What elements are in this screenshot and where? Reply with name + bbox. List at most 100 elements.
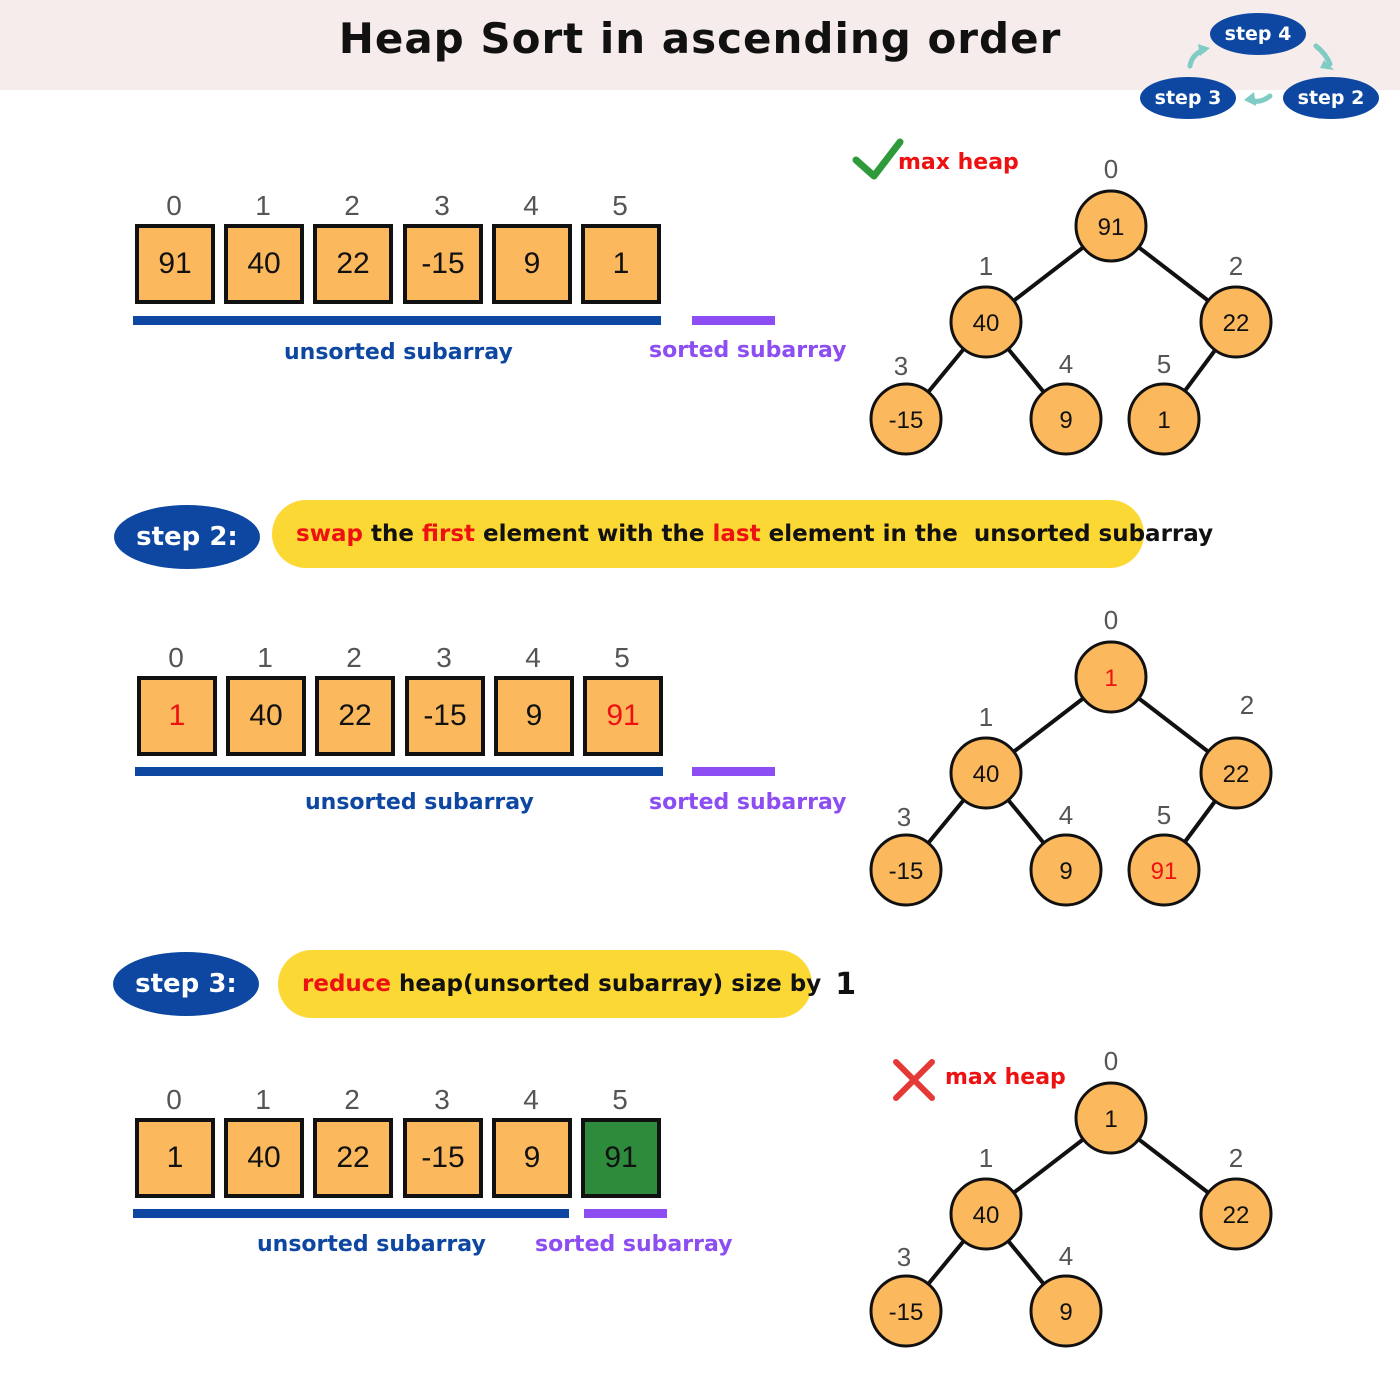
tree-node-value: 40 bbox=[973, 1202, 1000, 1229]
array-index: 3 bbox=[434, 1084, 450, 1115]
tree-node-index: 3 bbox=[897, 802, 911, 832]
page-title: Heap Sort in ascending order bbox=[338, 14, 1062, 63]
tree-node-value: 9 bbox=[1059, 858, 1072, 885]
tree-node-circle bbox=[1029, 382, 1103, 456]
tree-node-circle bbox=[1199, 1177, 1273, 1251]
tree-node-index: 2 bbox=[1240, 690, 1254, 720]
cycle-step-3-label: step 3 bbox=[1154, 87, 1222, 109]
tree-node-value: 40 bbox=[973, 761, 1000, 788]
step-2-word-first: first bbox=[421, 521, 475, 547]
array-cell: -15 bbox=[403, 224, 483, 304]
array-index: 5 bbox=[614, 642, 630, 673]
step-3-number: 1 bbox=[835, 966, 857, 1002]
array-index: 0 bbox=[168, 642, 184, 673]
step-2-text: element in the unsorted subarray bbox=[760, 521, 1214, 547]
array-index: 3 bbox=[436, 642, 452, 673]
array-index: 3 bbox=[434, 190, 450, 221]
tree-node-value: 9 bbox=[1059, 407, 1072, 434]
array-cell: 9 bbox=[494, 676, 574, 756]
unsorted-subarray-label: unsorted subarray bbox=[257, 1232, 486, 1257]
tree-node: 1 bbox=[1074, 1081, 1148, 1155]
sorted-subarray-label: sorted subarray bbox=[535, 1232, 733, 1257]
tree-node-index: 5 bbox=[1157, 349, 1171, 379]
check-icon bbox=[852, 138, 904, 180]
tree-node-circle bbox=[1127, 382, 1201, 456]
array-cell: 40 bbox=[224, 224, 304, 304]
sorted-subarray-bar bbox=[584, 1209, 667, 1218]
array-index: 2 bbox=[346, 642, 362, 673]
tree-node-index: 4 bbox=[1059, 349, 1073, 379]
array-cell: 22 bbox=[315, 676, 395, 756]
sorted-subarray-bar bbox=[692, 767, 775, 776]
array-index: 4 bbox=[523, 1084, 539, 1115]
tree-node-value: -15 bbox=[889, 858, 924, 885]
tree-node-value: 22 bbox=[1223, 310, 1250, 337]
tree-node-circle bbox=[949, 1177, 1023, 1251]
array-index: 5 bbox=[612, 1084, 628, 1115]
cycle-step-4: step 4 bbox=[1210, 13, 1306, 55]
cycle-arrow-4-to-2-icon bbox=[1313, 43, 1333, 67]
array-index: 1 bbox=[255, 1084, 271, 1115]
tree-node-circle bbox=[1199, 285, 1273, 359]
tree-node: -15 bbox=[869, 1274, 943, 1348]
tree-node-index: 1 bbox=[979, 251, 993, 281]
unsorted-subarray-label: unsorted subarray bbox=[305, 790, 534, 815]
array-cell: 1 bbox=[581, 224, 661, 304]
tree-node-value: 1 bbox=[1104, 1106, 1117, 1133]
tree-node-value: 1 bbox=[1104, 665, 1117, 692]
array-index: 0 bbox=[166, 190, 182, 221]
tree-node-value: -15 bbox=[889, 1299, 924, 1326]
tree-node-index: 1 bbox=[979, 702, 993, 732]
tree-node-value: 1 bbox=[1157, 407, 1170, 434]
tree-node-index: 3 bbox=[894, 351, 908, 381]
array-index: 2 bbox=[344, 190, 360, 221]
tree-node-circle bbox=[1127, 833, 1201, 907]
tree-node-value: 9 bbox=[1059, 1299, 1072, 1326]
tree-node-circle bbox=[869, 833, 943, 907]
tree-node-value: 91 bbox=[1098, 214, 1125, 241]
array-cell-sorted: 91 bbox=[581, 1118, 661, 1198]
tree-node-circle bbox=[1074, 640, 1148, 714]
tree-node-circle bbox=[869, 1274, 943, 1348]
tree-node-index: 0 bbox=[1104, 154, 1118, 184]
step-2-banner: swap the first element with the last ele… bbox=[272, 500, 1213, 568]
cycle-step-3: step 3 bbox=[1140, 77, 1236, 119]
tree-node: 91 bbox=[1074, 189, 1148, 263]
array-cell: 9 bbox=[492, 224, 572, 304]
tree-node: -15 bbox=[869, 382, 943, 456]
tree-node-value: 91 bbox=[1151, 858, 1178, 885]
tree-node-index: 2 bbox=[1229, 251, 1243, 281]
array-cell: 91 bbox=[583, 676, 663, 756]
unsorted-subarray-bar bbox=[133, 1209, 569, 1218]
array-index: 2 bbox=[344, 1084, 360, 1115]
tree-node-value: -15 bbox=[889, 407, 924, 434]
cross-icon bbox=[893, 1059, 935, 1101]
tree-node: 1 bbox=[1074, 640, 1148, 714]
step-2-pill-label: step 2: bbox=[136, 522, 238, 552]
tree-node: 91 bbox=[1127, 833, 1201, 907]
tree-node-circle bbox=[1029, 833, 1103, 907]
tree-node: 40 bbox=[949, 285, 1023, 359]
cycle-step-4-label: step 4 bbox=[1224, 23, 1292, 45]
tree-node-index: 3 bbox=[897, 1242, 911, 1272]
sorted-subarray-label: sorted subarray bbox=[649, 338, 847, 363]
array-cell: 1 bbox=[137, 676, 217, 756]
array-cell: 91 bbox=[135, 224, 215, 304]
array-cell: 40 bbox=[224, 1118, 304, 1198]
tree-node-value: 22 bbox=[1223, 1202, 1250, 1229]
tree-node-value: 22 bbox=[1223, 761, 1250, 788]
tree-node-circle bbox=[1199, 736, 1273, 810]
array-cell: 1 bbox=[135, 1118, 215, 1198]
array-cell: -15 bbox=[405, 676, 485, 756]
tree-node: 9 bbox=[1029, 1274, 1103, 1348]
max-heap-label-valid: max heap bbox=[898, 150, 1019, 175]
tree-node-index: 0 bbox=[1104, 605, 1118, 635]
tree-node-index: 0 bbox=[1104, 1046, 1118, 1076]
tree-node-index: 4 bbox=[1059, 800, 1073, 830]
step-3-word-reduce: reduce bbox=[302, 971, 392, 997]
step-3-pill-label: step 3: bbox=[135, 969, 237, 999]
tree-node: 1 bbox=[1127, 382, 1201, 456]
array-index: 1 bbox=[257, 642, 273, 673]
tree-node: 22 bbox=[1199, 736, 1273, 810]
